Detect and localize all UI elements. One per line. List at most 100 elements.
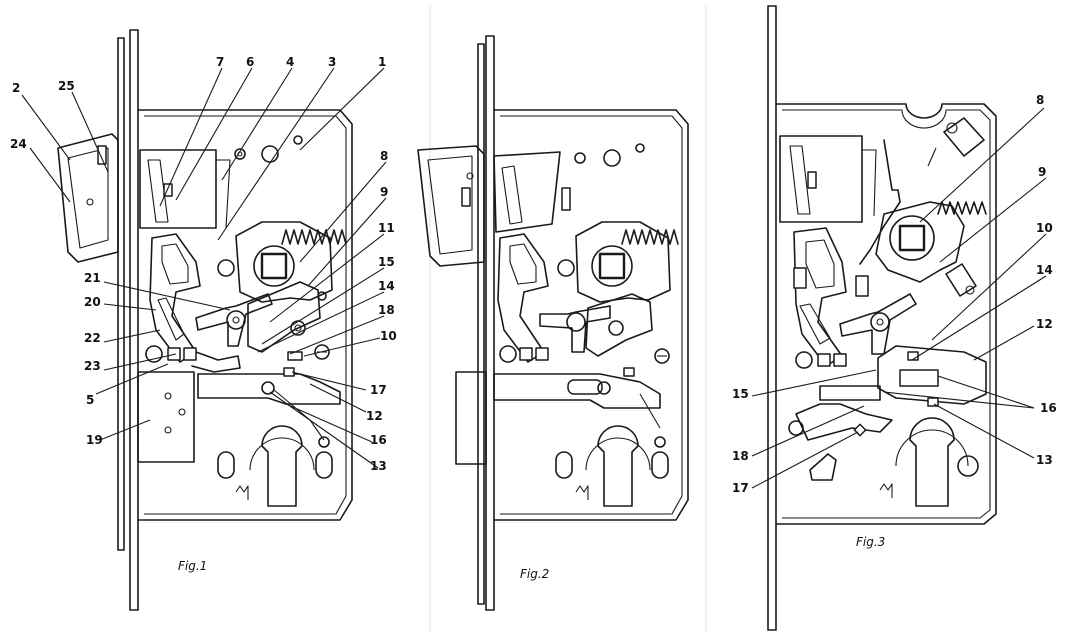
callout-group: 1 2 3 4 5 6 7 8 9 10 11 12 13 1 [10,55,397,473]
cam-pivot [226,310,246,330]
latch-spring-plate [216,159,231,229]
figure-caption: Fig.2 [520,567,549,581]
tri-arm-cam [839,293,917,355]
cylinder-cutout [909,417,955,507]
callout-label: 16 [1040,401,1057,415]
callout-label: 17 [370,383,387,397]
slide-roller [261,381,275,395]
callout-group: 8 9 10 14 12 15 16 18 13 17 [732,93,1057,495]
slot-hole [315,451,333,479]
pivot-pin [795,351,813,369]
lever-arm [793,227,847,367]
slide-window [567,379,603,395]
cylinder-cutout [597,425,639,507]
latch-bolt-inner [427,155,473,255]
stop-cam [943,117,985,157]
pivot-pin [499,345,517,363]
deadbolt-hole [164,426,172,434]
lower-link [795,403,893,441]
guide-block [519,347,533,361]
callout-label: 21 [84,271,101,285]
latch-slot [97,145,107,165]
faceplate [485,35,495,611]
follower-hub [875,201,965,283]
detent-block [287,351,303,361]
small-hole [317,291,327,301]
spindle-hole [260,252,288,280]
callout-label: 19 [86,433,103,447]
callout-label: 12 [1036,317,1053,331]
faceplate [117,37,125,551]
latch-tail-inner [501,165,523,225]
cam-notch [235,485,249,500]
slot-hole [217,451,235,479]
bolt-stud-center [294,324,302,332]
callout-label: 10 [1036,221,1053,235]
cam-pivot [870,312,890,332]
latch-tail [139,149,217,229]
lever-arm-inner [799,303,831,345]
faceplate [477,43,485,605]
lower-slide [197,373,341,405]
lever-arm-inner [157,297,185,341]
callout-label: 10 [380,329,397,343]
latch-pin [86,198,94,206]
callout-label: 25 [58,79,75,93]
cam-pivot-center [232,316,240,324]
callout-label: 18 [732,449,749,463]
guide-block [535,347,549,361]
follower-ring [889,215,935,261]
lever-block [855,275,869,297]
coil-spring [621,229,679,245]
latch-tail [493,151,561,233]
deadbolt-body [455,371,487,465]
callout-label: 14 [1036,263,1053,277]
housing-hole [603,149,621,167]
figure-1: 1 2 3 4 5 6 7 8 9 10 11 12 13 1 [10,29,397,611]
figure-caption: Fig.1 [178,559,207,573]
housing-hole [574,152,586,164]
callout-label: 23 [84,359,101,373]
link-block [853,423,867,437]
follower-hub [575,221,671,303]
lever-arm-inner [161,243,189,285]
latch-bolt [417,145,485,267]
link-pin [654,436,666,448]
spring-plate [561,187,571,211]
link-pin [788,420,804,436]
housing-hole [635,143,645,153]
slide-roller [597,381,611,395]
slot-hole [555,451,573,479]
follower-hub [235,221,333,303]
callout-label: 6 [246,55,254,69]
stop-mark [927,147,937,167]
lock-housing [775,103,997,525]
lock-housing [493,109,689,521]
deadbolt-throw [247,281,321,353]
slide-link [639,393,661,429]
cylinder-boss [585,437,651,471]
screw-head [314,344,330,360]
callout-label: 15 [732,387,749,401]
cam-notch [879,483,893,498]
coil-spring [281,229,347,245]
callout-label: 13 [370,459,387,473]
slide-link [273,389,325,441]
guide-block [833,353,847,367]
figure-2: Fig.2 [417,35,689,611]
deadbolt-throw [585,293,653,357]
bolt-stud [608,320,624,336]
housing-hole [234,148,246,160]
spindle-hole [598,252,626,280]
latch-block [807,171,817,189]
callout-label: 16 [370,433,387,447]
callout-label: 11 [378,221,395,235]
lock-housing-inner [782,109,991,519]
callout-label: 12 [366,409,383,423]
lever-arm [149,233,201,363]
slide-stop [623,367,635,377]
lower-slide [493,373,661,409]
deadbolt-hole [178,408,186,416]
callout-label: 3 [328,55,336,69]
